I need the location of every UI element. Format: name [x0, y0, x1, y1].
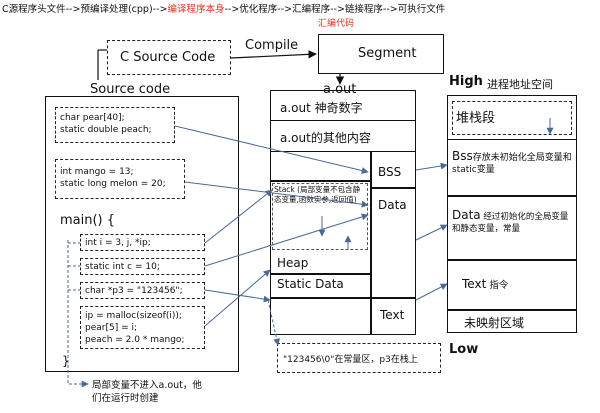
mem-bss-small: 存放未初始化全局变量和static变量 — [452, 153, 572, 175]
mem-data-small: 经过初始化的全局变量和静态变量，常量 — [452, 212, 569, 234]
aout-panel — [270, 90, 416, 335]
c-source-label: C Source Code — [120, 50, 216, 65]
mem-text-line — [447, 309, 577, 311]
aout-bss: BSS — [378, 165, 402, 179]
stmt-4-line-2: pear[5] = i; — [85, 323, 138, 333]
mem-stack-box — [452, 101, 572, 135]
local-note-1: 局部变量不进入a.out，他 — [92, 380, 202, 391]
stmt-2-box — [80, 258, 205, 275]
source-title: Source code — [90, 82, 171, 97]
aout-title: a.out — [323, 82, 357, 97]
arrow-s4-heap — [204, 269, 271, 327]
arrow-bss-mem — [415, 162, 448, 171]
aout-data: Data — [378, 198, 407, 212]
mem-bss-text: Bss存放未初始化全局变量和static变量 — [452, 150, 574, 176]
c-source-box — [107, 40, 231, 75]
aout-static-line — [270, 297, 370, 299]
mem-data-big: Data — [452, 208, 481, 222]
mem-unmapped: 未映射区域 — [464, 316, 525, 330]
aout-divider — [370, 152, 372, 335]
aout-magic: a.out 神奇数字 — [280, 101, 363, 115]
compile-arrow — [230, 50, 317, 59]
mem-data-line — [447, 259, 577, 261]
stack-label: Stack (局部变量不包含静态变量,函数实参,返回值) — [274, 185, 361, 204]
segment-box — [318, 34, 444, 74]
mem-stack: 堆栈段 — [456, 111, 496, 126]
aout-text-line — [370, 297, 416, 299]
memory-panel — [447, 95, 577, 333]
const-note-box — [277, 343, 441, 373]
aout-magic-cell — [270, 90, 416, 121]
pipeline-sub: 汇编代码 — [318, 19, 355, 29]
aout-text: Text — [380, 308, 405, 322]
aout-bss-line — [370, 187, 416, 189]
mem-stack-cell — [447, 95, 577, 140]
aout-heap-line — [270, 273, 370, 275]
heap-label: Heap — [277, 256, 309, 270]
pipeline-seg3: -->优化程序-->汇编程序-->链接程序-->可执行文件 — [224, 4, 446, 15]
compile-label: Compile — [245, 38, 299, 53]
segment-label: Segment — [358, 46, 417, 61]
stmt-2: static int c = 10; — [85, 262, 160, 272]
stmt-1: int i = 3, j, *ip; — [85, 238, 151, 248]
mem-bss-big: Bss — [452, 149, 473, 163]
arrow-decl2-data — [184, 181, 369, 208]
static-data-label: Static Data — [277, 277, 344, 291]
local-note-line — [67, 240, 89, 388]
decl-2-line-1: int mango = 13; — [60, 167, 134, 177]
high-label: High — [449, 74, 483, 89]
aout-other: a.out的其他内容 — [280, 131, 371, 145]
mem-text-big: Text — [462, 277, 487, 291]
mem-bss-line — [447, 195, 577, 197]
decl-1-line-1: char pear[40]; — [60, 113, 125, 123]
local-note-2: 们在运行时创建 — [92, 393, 159, 404]
decl-2-line-2: static long melon = 20; — [60, 179, 166, 189]
main-close: } — [62, 354, 70, 368]
pipeline-seg2: 编译程序本身 — [167, 4, 225, 15]
stmt-4-line-1: ip = malloc(sizeof(i)); — [85, 311, 182, 321]
mem-text-small: 指令 — [489, 280, 509, 291]
main-label: main() { — [60, 213, 116, 228]
arrow-const-note — [267, 299, 281, 346]
source-panel — [45, 96, 239, 372]
stmt-3-box — [80, 282, 205, 299]
decl-block-1 — [55, 107, 175, 143]
arrow-decl1-bss — [174, 125, 369, 174]
decl-1-line-2: static double peach; — [60, 125, 152, 135]
aout-other-cell — [270, 121, 416, 152]
mem-data-text: Data 经过初始化的全局变量和静态变量，常量 — [452, 209, 574, 235]
arrow-text-mem — [415, 283, 448, 301]
decl-block-2 — [55, 159, 185, 199]
memory-title: 进程地址空间 — [487, 78, 553, 91]
stmt-3: char *p3 = "123456"; — [85, 286, 183, 296]
stmt-4-line-3: peach = 2.0 * mango; — [85, 335, 185, 345]
aout-stack-line — [270, 180, 370, 182]
pipeline-line: C源程序头文件-->预编译处理(cpp)-->编译程序本身-->优化程序-->汇… — [2, 1, 445, 15]
const-note: "123456\0"在常量区，p3在栈上 — [283, 355, 418, 365]
arrow-s3-text — [204, 289, 271, 303]
stmt-4-box — [80, 306, 205, 349]
arrow-s2-data — [204, 213, 369, 267]
mem-text-row: Text 指令 — [462, 277, 508, 291]
pipeline-seg1: C源程序头文件-->预编译处理(cpp)--> — [2, 4, 168, 15]
arrow-data-mem — [415, 224, 448, 241]
low-label: Low — [449, 342, 479, 357]
arrow-s1-stack — [204, 189, 273, 244]
stmt-1-box — [80, 234, 205, 251]
